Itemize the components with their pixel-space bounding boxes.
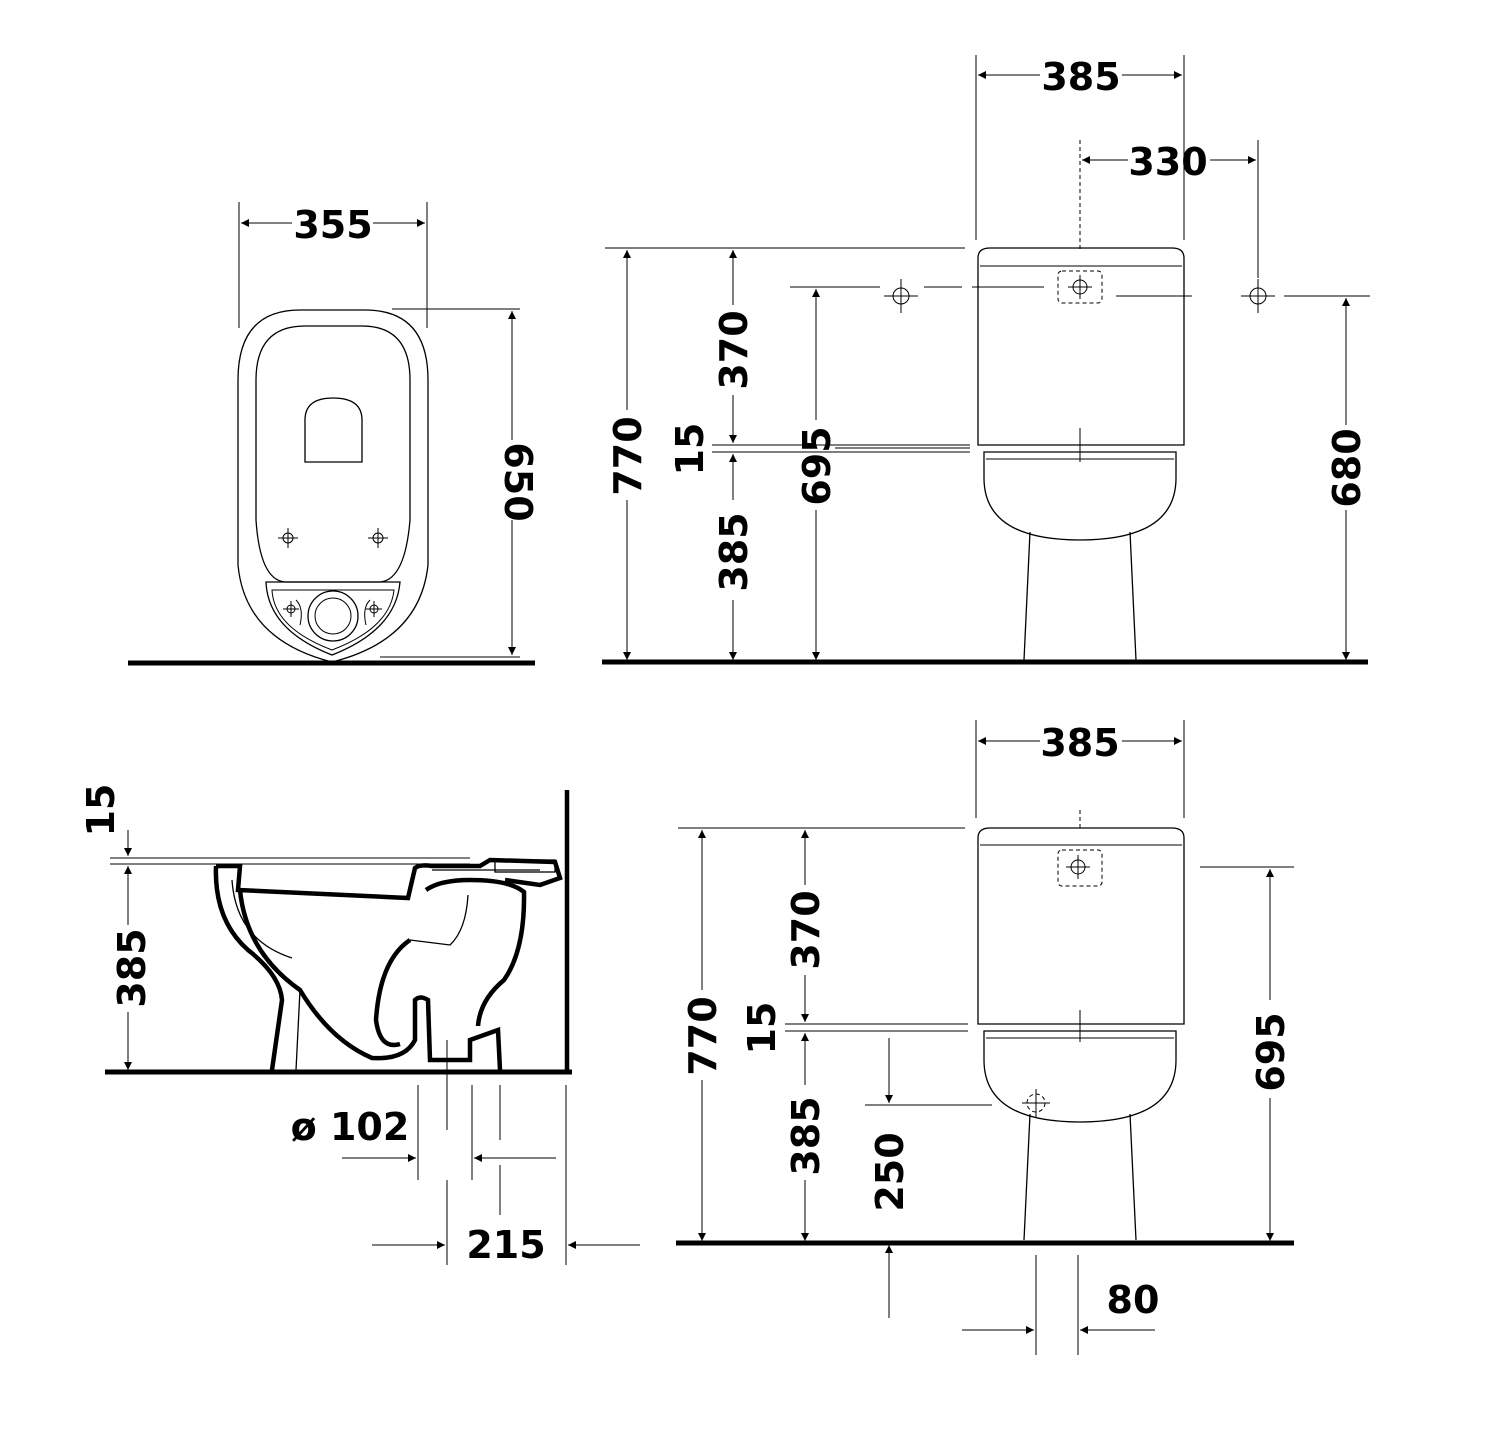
dim-side-gap: 15 xyxy=(79,784,123,837)
side-view: 15 385 ø 102 215 xyxy=(79,784,640,1267)
dim-front-cistern-height: 370 xyxy=(712,310,756,389)
dim-top-depth: 650 xyxy=(496,442,540,521)
dim-top-width: 355 xyxy=(293,203,372,247)
dim-front-inlet-height: 695 xyxy=(795,426,839,505)
dim-side-bowl-height: 385 xyxy=(110,928,154,1007)
top-view: 355 650 xyxy=(128,202,540,666)
dim-front-fixing-height: 680 xyxy=(1325,428,1369,507)
wall-fixing-right xyxy=(1241,279,1275,313)
dim-rear-supply-height: 250 xyxy=(868,1132,912,1211)
dim-side-outlet-diameter: ø 102 xyxy=(291,1105,410,1149)
rear-cistern-outline xyxy=(977,827,1185,1025)
fixing-mark-left xyxy=(278,528,298,548)
bowl-outline xyxy=(237,309,429,663)
dim-front-width: 385 xyxy=(1041,55,1120,99)
bowl-profile xyxy=(213,857,563,1071)
dim-front-total-height: 770 xyxy=(606,416,650,495)
front-view: 385 330 770 370 15 385 695 680 xyxy=(602,55,1370,665)
dim-front-bowl-height: 385 xyxy=(712,512,756,591)
dim-rear-inlet-height: 695 xyxy=(1249,1012,1293,1091)
dim-front-fixing-spacing: 330 xyxy=(1128,140,1207,184)
dim-front-gap: 15 xyxy=(668,423,712,476)
cistern-outline xyxy=(977,247,1185,446)
wall-fixing-left xyxy=(884,279,918,313)
fixing-mark-right xyxy=(368,528,388,548)
dim-rear-total-height: 770 xyxy=(681,996,725,1075)
dim-rear-bowl-height: 385 xyxy=(784,1096,828,1175)
dim-side-outlet-distance: 215 xyxy=(466,1223,545,1267)
dim-rear-gap: 15 xyxy=(740,1002,784,1055)
dim-rear-width: 385 xyxy=(1040,721,1119,765)
dim-rear-supply-offset: 80 xyxy=(1107,1278,1160,1322)
rear-view: 385 770 370 15 385 250 695 80 xyxy=(676,720,1294,1355)
dim-rear-cistern-height: 370 xyxy=(784,890,828,969)
